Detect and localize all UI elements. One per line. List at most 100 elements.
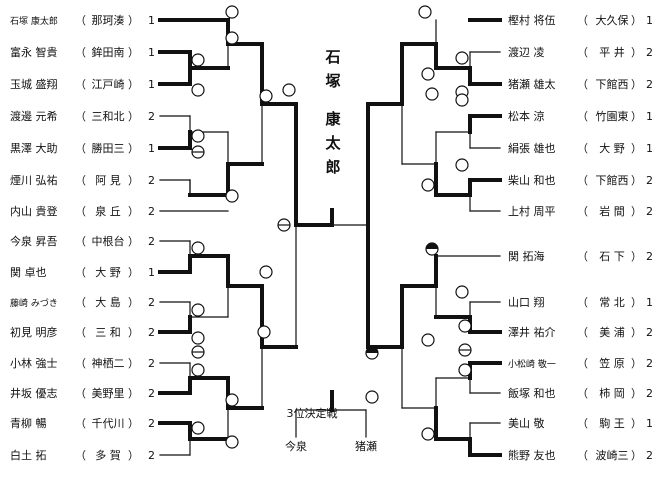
player-school: 美野里 [92,387,125,400]
result-number: 2 [646,250,653,263]
win-mark [225,393,239,407]
paren-close: ） [631,110,642,123]
player-name: 初見 明彦 [10,325,58,339]
player-school: 大 野 [95,265,121,279]
paren-open: （ [75,296,86,309]
player-name: 渡邊 元希 [10,109,58,123]
paren-open: （ [75,417,86,430]
player-school: 鉾田南 [92,45,125,59]
champion-char: 塚 [325,72,340,90]
paren-close: ） [128,142,139,155]
result-number: 2 [148,174,155,187]
player-name: 熊野 友也 [508,448,556,462]
result-number: 2 [646,357,653,370]
win-mark [458,319,472,333]
bracket-lines [158,18,502,457]
paren-open: （ [577,296,588,309]
player-name: 渡辺 凌 [508,45,545,59]
player-name: 柴山 和也 [508,173,556,187]
player-name: 玉城 盛翔 [10,77,58,91]
win-mark [365,390,379,404]
player-school: 美 浦 [599,326,625,339]
player-labels: 石塚 康太郎（ 那珂湊）1富永 智貴（ 鉾田南）1玉城 盛翔（ 江戸崎）1渡邊 … [10,13,653,462]
result-number: 1 [646,110,653,123]
paren-close: ） [631,326,642,339]
player-school: 勝田三 [92,141,125,155]
win-mark [421,427,435,441]
paren-close: ） [631,296,642,309]
paren-open: （ [577,449,588,462]
player-name: 関 卓也 [10,266,47,279]
paren-close: ） [631,417,642,430]
paren-close: ） [128,110,139,123]
win-mark [421,333,435,347]
player-name: 井坂 優志 [10,386,58,400]
player-name: 小松崎 敬一 [508,358,556,370]
result-number: 2 [148,449,155,462]
win-mark [191,129,205,143]
player-school: 柿 岡 [599,386,625,400]
paren-open: （ [577,46,588,59]
player-school: 石 下 [599,250,625,263]
result-number: 1 [646,14,653,27]
result-number: 2 [646,46,653,59]
win-mark [225,435,239,449]
player-name: 関 拓海 [508,249,545,263]
player-school: 泉 丘 [95,204,121,218]
paren-close: ） [631,14,642,27]
player-school: 多 賀 [95,448,121,462]
result-marks [191,5,472,449]
result-number: 2 [148,235,155,248]
player-school: 笠 原 [599,356,625,370]
player-name: 山口 翔 [508,295,545,309]
win-mark [191,421,205,435]
player-name: 煙川 弘祐 [10,174,58,187]
win-mark [191,241,205,255]
paren-close: ） [631,205,642,218]
paren-close: ） [128,78,139,91]
player-school: 三和北 [92,110,125,123]
paren-open: （ [75,110,86,123]
result-number: 2 [148,387,155,400]
champion-char: 康 [325,110,341,128]
paren-close: ） [631,174,642,187]
paren-open: （ [577,205,588,218]
paren-open: （ [75,326,86,339]
paren-close: ） [631,78,642,91]
player-school: 下館西 [596,173,629,187]
decision-mark [191,145,205,159]
paren-close: ） [631,449,642,462]
win-mark [191,83,205,97]
player-name: 藤崎 みづき [10,297,58,309]
player-name: 富永 智貴 [10,45,58,59]
result-number: 2 [646,449,653,462]
result-number: 2 [148,326,155,339]
paren-open: （ [75,78,86,91]
player-name: 樫村 将伍 [508,13,556,27]
player-school: 駒 王 [599,417,625,430]
player-school: 三 和 [95,326,121,339]
champion-char: 太 [325,134,341,152]
paren-open: （ [75,46,86,59]
player-name: 松本 涼 [508,109,545,123]
player-school: 下館西 [596,77,629,91]
player-school: 竹園東 [596,109,629,123]
result-number: 2 [646,78,653,91]
player-school: 阿 見 [95,174,121,187]
result-number: 1 [148,46,155,59]
paren-open: （ [577,78,588,91]
paren-open: （ [577,250,588,263]
paren-open: （ [75,174,86,187]
paren-close: ） [631,46,642,59]
paren-close: ） [128,266,139,279]
player-school: 大 野 [599,141,625,155]
paren-open: （ [75,205,86,218]
player-name: 白土 拓 [10,448,47,462]
paren-close: ） [128,46,139,59]
result-number: 2 [148,110,155,123]
paren-open: （ [75,387,86,400]
paren-open: （ [75,266,86,279]
paren-close: ） [631,387,642,400]
player-name: 美山 敬 [508,417,545,430]
win-mark [421,178,435,192]
